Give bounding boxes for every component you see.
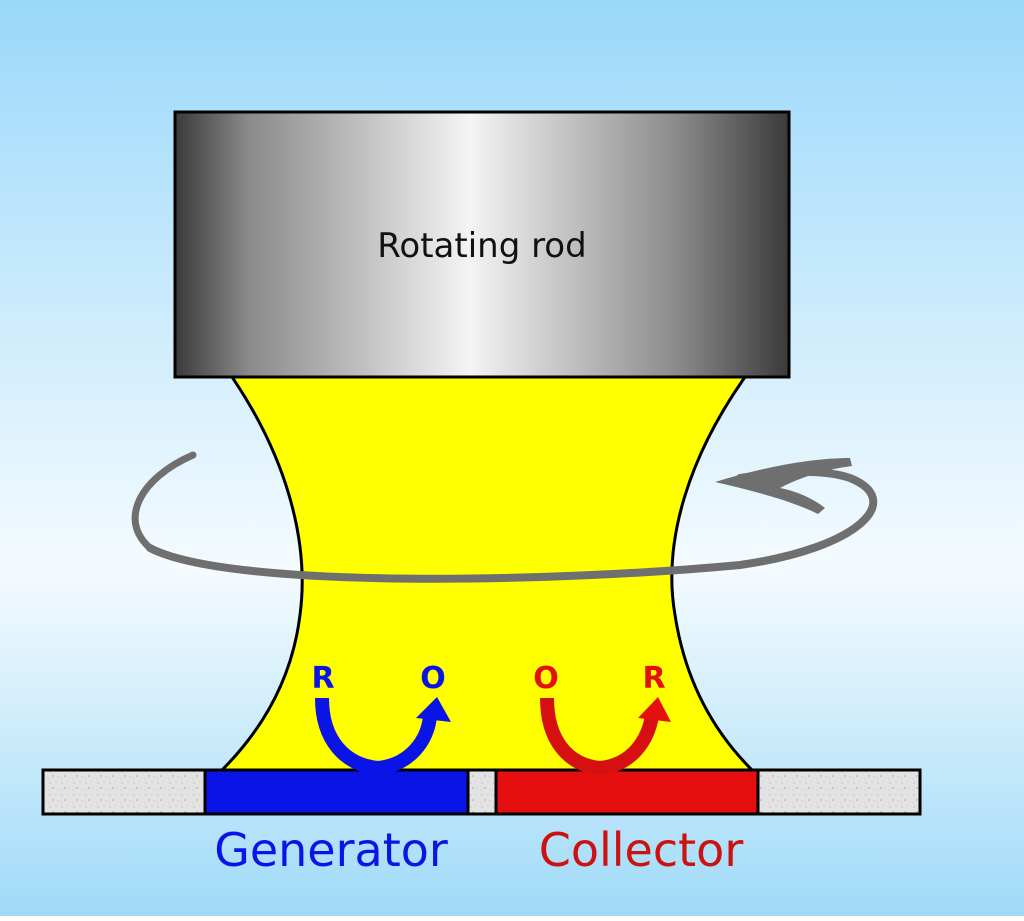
base-insulator-right — [756, 768, 922, 816]
collector-label: Collector — [539, 823, 744, 877]
rotation-arrow-back — [131, 451, 197, 552]
rotation-arrowhead-icon — [715, 458, 852, 514]
collector-electrode — [494, 768, 760, 816]
generator-electrode — [203, 768, 470, 816]
base-insulator-left — [41, 768, 207, 816]
base-insulator-gap — [466, 768, 498, 816]
collector-curved-arrow-icon — [540, 697, 659, 776]
rotating-rod — [173, 110, 791, 379]
collector-arrowhead-icon — [638, 697, 671, 722]
generator-species-right: O — [420, 661, 446, 696]
generator-arrowhead-icon — [416, 697, 451, 722]
collector-species-right: R — [642, 661, 665, 696]
generator-species-left: R — [311, 661, 334, 696]
generator-label: Generator — [214, 823, 448, 877]
rod-label: Rotating rod — [377, 226, 586, 266]
collector-species-left: O — [533, 661, 559, 696]
rotation-arrow-front — [146, 467, 878, 583]
generator-curved-arrow-icon — [315, 697, 437, 776]
